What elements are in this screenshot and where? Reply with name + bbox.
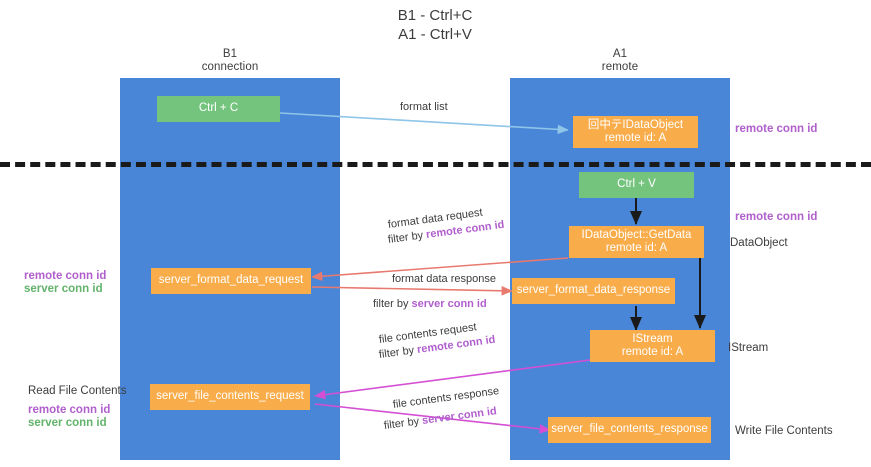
section-divider (0, 162, 871, 167)
title-line-1: B1 - Ctrl+C (397, 7, 473, 24)
right-label-istream: IStream (728, 342, 769, 354)
node-getdata[interactable]: IDataObject::GetData remote id: A (569, 226, 704, 258)
node-idataobject-title: 回中テIDataObject (587, 118, 684, 131)
node-idataobject-id: remote id: A (604, 132, 667, 144)
filter-prefix: filter by (383, 415, 423, 432)
column-header-a1: A1 remote (545, 48, 695, 74)
node-ctrl-c[interactable]: Ctrl + C (157, 96, 280, 122)
edge-label-format-list: format list (400, 101, 448, 113)
node-server-file-contents-response[interactable]: server_file_contents_response (548, 417, 711, 443)
column-header-a1-sub: remote (601, 61, 639, 73)
node-ctrl-c-label: Ctrl + C (198, 102, 239, 115)
node-getdata-title: IDataObject::GetData (581, 228, 692, 241)
filter-key-server-conn-id: server conn id (411, 298, 487, 310)
left-label-remote-conn-id: remote conn id (24, 270, 107, 282)
node-istream-title: IStream (632, 332, 673, 345)
node-server-file-contents-request-label: server_file_contents_request (156, 390, 304, 403)
node-getdata-id: remote id: A (605, 242, 668, 254)
node-server-format-data-response[interactable]: server_format_data_response (512, 278, 675, 304)
edge-label-format-data-response: format data response (392, 273, 496, 285)
node-idataobject[interactable]: 回中テIDataObject remote id: A (573, 116, 698, 148)
title-line-2: A1 - Ctrl+V (398, 26, 472, 43)
node-istream-id: remote id: A (621, 346, 684, 358)
filter-key-server-conn-id: server conn id (421, 405, 498, 427)
diagram-title: B1 - Ctrl+C A1 - Ctrl+V (330, 6, 540, 44)
filter-prefix: filter by (373, 298, 412, 310)
column-header-a1-name: A1 (612, 48, 628, 60)
right-label-remote-conn-id-mid: remote conn id (735, 211, 818, 223)
node-server-format-data-response-label: server_format_data_response (516, 284, 671, 297)
filter-prefix: filter by (387, 229, 427, 246)
left-label-read-file-contents: Read File Contents (28, 385, 127, 397)
column-header-b1: B1 connection (155, 48, 305, 74)
column-header-b1-name: B1 (222, 48, 238, 60)
node-server-format-data-request[interactable]: server_format_data_request (151, 268, 311, 294)
node-server-file-contents-response-label: server_file_contents_response (551, 423, 708, 436)
right-label-write-file-contents: Write File Contents (735, 425, 833, 437)
left-label-remote-conn-id-2: remote conn id (28, 404, 111, 416)
node-server-file-contents-request[interactable]: server_file_contents_request (150, 384, 310, 410)
node-server-format-data-request-label: server_format_data_request (158, 274, 304, 287)
right-label-remote-conn-id-top: remote conn id (735, 123, 818, 135)
column-header-b1-sub: connection (201, 61, 259, 73)
right-label-dataobject: DataObject (730, 237, 788, 249)
node-istream[interactable]: IStream remote id: A (590, 330, 715, 362)
node-ctrl-v[interactable]: Ctrl + V (579, 172, 694, 198)
left-label-server-conn-id: server conn id (24, 283, 103, 295)
left-label-server-conn-id-2: server conn id (28, 417, 107, 429)
node-ctrl-v-label: Ctrl + V (617, 178, 656, 191)
edge-label-format-data-response-filter: filter by server conn id (373, 298, 487, 311)
filter-prefix: filter by (378, 344, 418, 361)
